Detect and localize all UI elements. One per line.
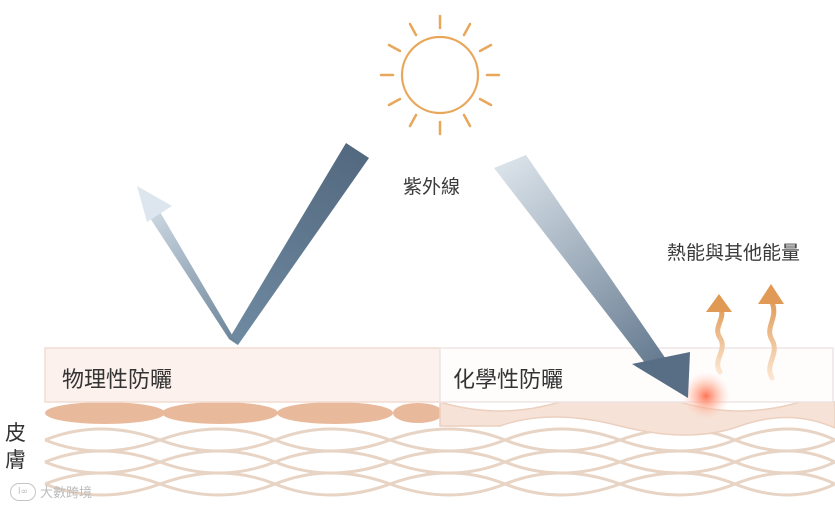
heat-arrow-left [706, 294, 732, 375]
logo-icon: l∞ [10, 482, 36, 501]
skin-surface-left [45, 402, 443, 424]
physical-sunscreen-label: 物理性防曬 [62, 368, 173, 393]
watermark: l∞ 大數跨境 [10, 482, 92, 501]
uv-label: 紫外線 [403, 176, 461, 198]
sun-icon [379, 14, 501, 136]
heat-arrow-right [758, 284, 784, 381]
chemical-sunscreen-layer [439, 347, 834, 403]
reflected-arrow [137, 186, 238, 345]
chemical-sunscreen-label: 化學性防曬 [453, 368, 564, 393]
skin-layers [44, 427, 835, 497]
uv-incoming-beam-left [229, 143, 369, 345]
skin-label: 皮膚 [5, 421, 26, 472]
uv-absorbed-arrow [494, 155, 690, 398]
heat-energy-label: 熱能與其他能量 [667, 242, 801, 264]
physical-sunscreen-layer [44, 347, 441, 403]
absorption-glow [682, 372, 730, 420]
watermark-text: 大數跨境 [40, 486, 93, 501]
